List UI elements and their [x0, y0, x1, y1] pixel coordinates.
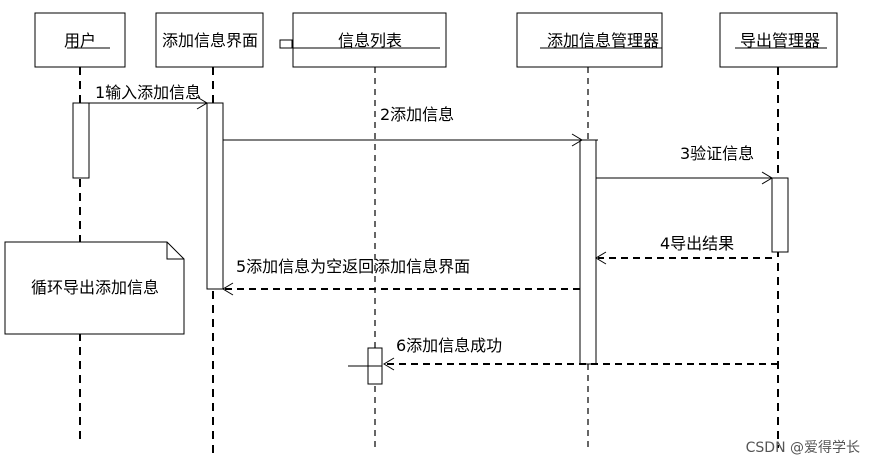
participant-label: 用户: [64, 31, 96, 50]
activation-add-ui: [206, 102, 224, 290]
participant-label: 导出管理器: [740, 31, 820, 50]
note-fold: [166, 242, 184, 260]
arrowhead: [571, 133, 583, 147]
participant-box: [292, 12, 447, 68]
arrowhead: [595, 251, 607, 265]
participant-box: [34, 12, 126, 68]
message-label: 2添加信息: [380, 105, 454, 124]
message-2: 2添加信息: [223, 105, 598, 147]
activation-export-mgr: [771, 177, 789, 253]
participant-add-ui: 添加信息界面: [155, 12, 264, 68]
participant-label: 信息列表: [338, 31, 402, 50]
note-text: 循环导出添加信息: [31, 278, 159, 297]
arrowhead: [761, 171, 773, 185]
participant-info-list: 信息列表: [279, 12, 447, 68]
watermark: CSDN @爱得学长: [746, 439, 860, 456]
message-label: 4导出结果: [660, 234, 734, 253]
activation-user: [72, 102, 90, 179]
participant-box: [155, 12, 264, 68]
message-5: 5添加信息为空返回添加信息界面: [222, 257, 580, 296]
message-label: 5添加信息为空返回添加信息界面: [236, 257, 470, 276]
participant-label: 添加信息界面: [162, 31, 258, 50]
message-label: 3验证信息: [680, 144, 754, 163]
message-3: 3验证信息: [596, 144, 773, 185]
participant-export-mgr: 导出管理器: [719, 12, 838, 68]
loop-note: 循环导出添加信息: [4, 241, 185, 335]
message-1: 1输入添加信息: [80, 83, 208, 110]
participant-box: [719, 12, 838, 68]
participant-box: [516, 12, 663, 68]
message-label: 6添加信息成功: [396, 336, 502, 355]
arrowhead: [196, 96, 208, 110]
activation-add-mgr: [579, 139, 597, 365]
message-6: 6添加信息成功: [383, 336, 778, 371]
message-4: 4导出结果: [595, 234, 772, 265]
participant-user: 用户: [34, 12, 126, 68]
arrowhead: [383, 357, 395, 371]
participant-tab-marker: [279, 39, 293, 49]
message-label: 1输入添加信息: [95, 83, 201, 102]
participant-add-mgr: 添加信息管理器: [516, 12, 663, 68]
arrowhead: [222, 282, 234, 296]
note-shape: [4, 241, 185, 335]
participant-label: 添加信息管理器: [547, 31, 659, 50]
